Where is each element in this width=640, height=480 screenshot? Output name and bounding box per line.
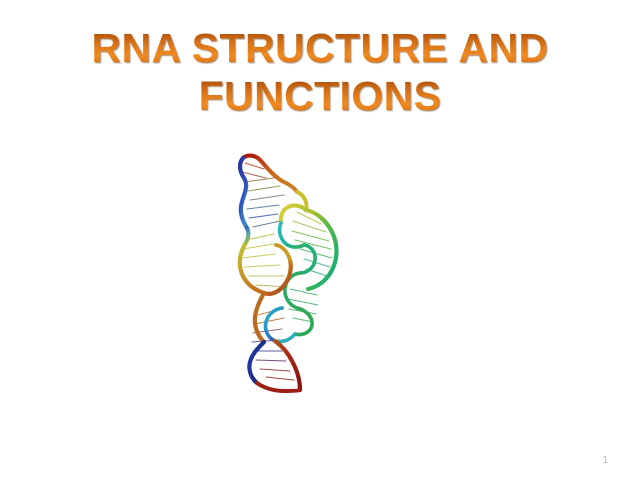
title-line-1: RNA STRUCTURE AND <box>40 24 600 72</box>
segment-green-to-cyan <box>273 332 297 344</box>
segment-blue-to-olive <box>241 225 251 249</box>
slide-number: 1 <box>602 455 608 466</box>
segment-red-orange-link <box>280 179 299 194</box>
segment-orange-to-core <box>274 243 292 262</box>
segment-bottom-helix-close <box>255 381 302 393</box>
title-line-2: FUNCTIONS <box>40 72 600 120</box>
segment-orange-descend <box>252 290 267 345</box>
rna-backbone-group <box>237 153 339 393</box>
base-pair-rungs-top <box>241 162 285 228</box>
segment-top-helix-red <box>240 153 285 184</box>
segment-core-cyan <box>263 306 284 343</box>
base-pair-rungs-bottom <box>251 307 295 381</box>
segment-bottom-helix-darkred <box>272 338 303 393</box>
segment-left-arc-olive <box>237 243 267 296</box>
rna-structure-image <box>222 148 372 400</box>
segment-lower-green-pocket <box>283 271 302 310</box>
rna-ribbon-svg <box>237 153 339 393</box>
base-pair-rungs-mid-left <box>241 233 289 288</box>
segment-green-tail <box>293 306 314 337</box>
segment-core-green-inner <box>298 243 317 275</box>
segment-lower-orange <box>261 257 293 296</box>
segment-right-arc-green <box>303 207 339 292</box>
segment-core-teal <box>277 221 306 249</box>
page-title: RNA STRUCTURE AND FUNCTIONS <box>40 24 600 121</box>
segment-upper-loop-yellow <box>278 203 308 225</box>
segment-top-helix-blue <box>237 155 250 231</box>
segment-bottom-helix-navy <box>247 339 267 386</box>
